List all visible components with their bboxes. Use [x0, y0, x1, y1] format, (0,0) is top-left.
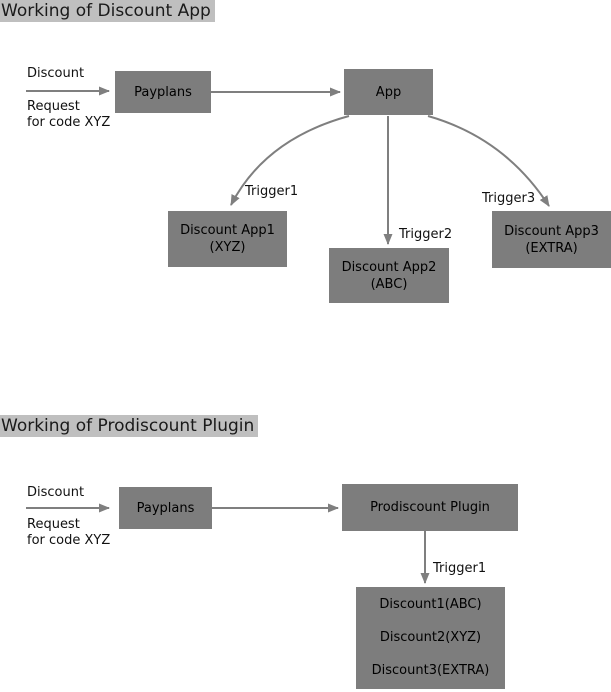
node-prodiscount-plugin-label: Prodiscount Plugin	[370, 500, 490, 515]
request2-label-line3: for code XYZ	[27, 533, 111, 548]
node-payplans-1: Payplans	[115, 71, 211, 113]
node-discount-app3-line1: Discount App3	[504, 223, 599, 239]
node-discount-list-line2: Discount2(XYZ)	[379, 630, 482, 645]
request-label-line1: Discount	[27, 66, 85, 81]
node-discount-list-line1: Discount1(ABC)	[379, 597, 482, 612]
node-discount-app3-line2: (EXTRA)	[525, 240, 578, 256]
arrow-app-to-discount-app1	[230, 115, 350, 206]
trigger2-label: Trigger2	[399, 227, 453, 242]
section1-title: Working of Discount App	[0, 0, 215, 22]
node-discount-app1-line1: Discount App1	[180, 223, 275, 238]
section2-title: Working of Prodiscount Plugin	[0, 415, 259, 437]
node-discount-app3: Discount App3 (EXTRA)	[492, 211, 611, 268]
node-payplans-2-label: Payplans	[136, 500, 195, 516]
node-discount-app2-line2: (ABC)	[370, 276, 408, 292]
node-discount-list-line3: Discount3(EXTRA)	[371, 663, 490, 678]
node-prodiscount-plugin: Prodiscount Plugin	[342, 484, 518, 531]
node-app: App	[344, 69, 433, 115]
node-discount-app1: Discount App1 (XYZ)	[168, 211, 287, 267]
trigger3-label: Trigger3	[482, 191, 536, 206]
node-app-label: App	[375, 84, 402, 100]
request2-label-line1: Discount	[27, 485, 85, 500]
arrow-app-to-discount-app3	[427, 115, 550, 207]
node-payplans-1-label: Payplans	[134, 84, 192, 100]
node-discount-app1-line2: (XYZ)	[209, 240, 246, 255]
node-discount-list: Discount1(ABC) Discount2(XYZ) Discount3(…	[356, 587, 505, 689]
node-discount-app2: Discount App2 (ABC)	[329, 248, 449, 303]
node-payplans-2: Payplans	[119, 487, 212, 529]
node-discount-app2-line1: Discount App2	[341, 259, 437, 275]
trigger1-label: Trigger1	[245, 184, 299, 199]
request-label-line3: for code XYZ	[27, 115, 111, 130]
plugin-trigger1-label: Trigger1	[433, 561, 487, 576]
request-label-line2: Request	[27, 99, 80, 114]
request2-label-line2: Request	[27, 517, 80, 532]
